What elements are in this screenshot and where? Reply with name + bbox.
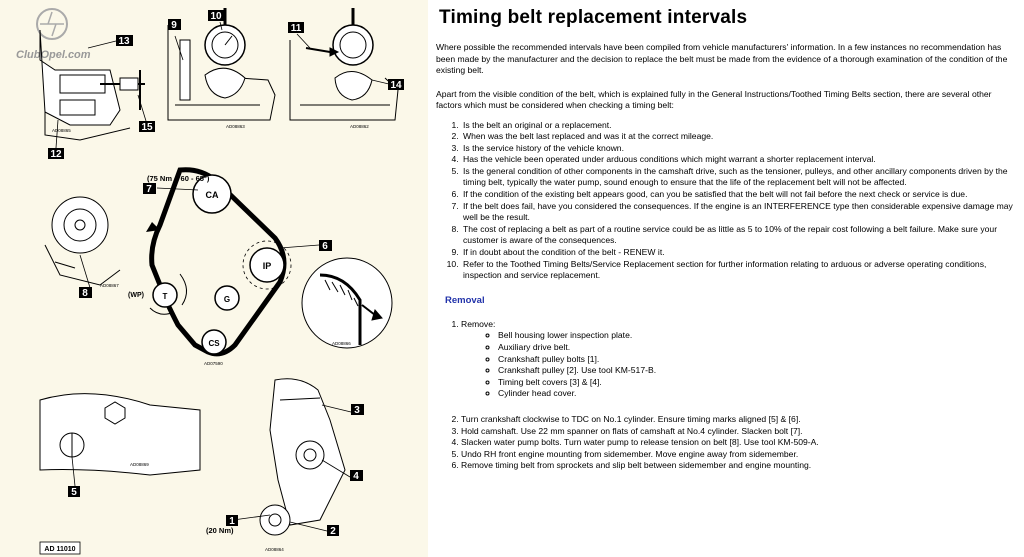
figure-code: AD07590 bbox=[204, 361, 223, 366]
crankshaft-tool-figure bbox=[39, 29, 145, 141]
list-item: Crankshaft pulley [2]. Use tool KM-517-B… bbox=[498, 365, 1016, 377]
svg-text:5: 5 bbox=[71, 487, 77, 498]
list-item: Timing belt covers [3] & [4]. bbox=[498, 377, 1016, 389]
timing-belt-cover-figure bbox=[259, 378, 346, 536]
section-heading: Removal bbox=[445, 294, 485, 306]
list-item: Cylinder head cover. bbox=[498, 388, 1016, 400]
guide-pulley bbox=[214, 285, 240, 311]
figure-code: AD08866 bbox=[332, 341, 351, 346]
water-pump-figure bbox=[44, 196, 121, 286]
list-item: Hold camshaft. Use 22 mm spanner on flat… bbox=[461, 426, 1016, 438]
svg-text:IP: IP bbox=[263, 261, 272, 271]
timing-belt-diagram: ClubOpel.com AD08865 AD08863 bbox=[16, 8, 404, 555]
removal-steps: Remove: Bell housing lower inspection pl… bbox=[436, 319, 1016, 472]
diagram-panel: ClubOpel.com AD08865 AD08863 bbox=[0, 0, 428, 557]
svg-text:13: 13 bbox=[118, 36, 130, 47]
svg-text:11: 11 bbox=[291, 23, 302, 34]
figure-code: AD08862 bbox=[350, 124, 369, 129]
list-item: Is the general condition of other compon… bbox=[461, 166, 1016, 189]
list-item: If in doubt about the condition of the b… bbox=[461, 247, 1016, 259]
svg-text:14: 14 bbox=[390, 80, 402, 91]
svg-text:T: T bbox=[163, 292, 168, 301]
list-item: When was the belt last replaced and was … bbox=[461, 131, 1016, 143]
list-item: Remove: Bell housing lower inspection pl… bbox=[461, 319, 1016, 400]
svg-text:4: 4 bbox=[353, 471, 359, 482]
figure-code: AD08863 bbox=[226, 124, 245, 129]
svg-text:6: 6 bbox=[322, 241, 328, 252]
timing-cover-figure bbox=[39, 393, 201, 476]
svg-text:G: G bbox=[224, 295, 230, 304]
svg-text:CA: CA bbox=[206, 190, 219, 200]
remove-sublist: Bell housing lower inspection plate. Aux… bbox=[461, 330, 1016, 400]
torque-label-bottom: (20 Nm) bbox=[206, 526, 234, 535]
tensioner-pulley bbox=[152, 282, 178, 308]
list-item: Auxiliary drive belt. bbox=[498, 342, 1016, 354]
torque-label-top: (75 Nm + 60 - 65°) bbox=[147, 174, 210, 183]
list-item: If the belt does fail, have you consider… bbox=[461, 201, 1016, 224]
camshaft-gauge-figure bbox=[167, 8, 276, 121]
figure-code: AD08869 bbox=[130, 462, 149, 467]
watermark: ClubOpel.com bbox=[16, 49, 91, 61]
svg-text:15: 15 bbox=[141, 122, 153, 133]
leader-lines bbox=[55, 21, 394, 532]
intro-paragraph: Where possible the recommended intervals… bbox=[436, 42, 1008, 75]
figure-code: AD08867 bbox=[100, 283, 119, 288]
svg-text:1: 1 bbox=[229, 516, 235, 527]
direction-arrow-icon bbox=[146, 222, 160, 232]
list-item: Remove timing belt from sprockets and sl… bbox=[461, 460, 1016, 472]
list-item: Slacken water pump bolts. Turn water pum… bbox=[461, 437, 1016, 449]
list-item: Crankshaft pulley bolts [1]. bbox=[498, 354, 1016, 366]
document-panel: Timing belt replacement intervals Where … bbox=[436, 0, 1016, 557]
crankshaft-pulley bbox=[201, 329, 227, 355]
svg-text:2: 2 bbox=[330, 526, 336, 537]
figure-id: AD 11010 bbox=[44, 546, 75, 553]
step-text: Remove: bbox=[461, 318, 496, 329]
list-item: Refer to the Toothed Timing Belts/Servic… bbox=[461, 259, 1016, 282]
injection-pump-pulley bbox=[249, 247, 285, 283]
list-item: Is the service history of the vehicle kn… bbox=[461, 143, 1016, 155]
camshaft-gauge-figure-alt bbox=[289, 8, 399, 121]
timing-mark-detail bbox=[301, 257, 393, 349]
page-title: Timing belt replacement intervals bbox=[439, 7, 748, 28]
callout-boxes: 1 2 3 4 5 6 7 8 9 10 11 12 13 14 15 bbox=[48, 10, 404, 537]
svg-text:7: 7 bbox=[146, 184, 152, 195]
list-item: If the condition of the existing belt ap… bbox=[461, 189, 1016, 201]
list-item: Is the belt an original or a replacement… bbox=[461, 120, 1016, 132]
list-item: Undo RH front engine mounting from sidem… bbox=[461, 449, 1016, 461]
figure-code: AD08865 bbox=[52, 128, 71, 133]
figure-code: AD08864 bbox=[265, 547, 284, 552]
check-list: Is the belt an original or a replacement… bbox=[436, 120, 1016, 282]
svg-text:10: 10 bbox=[210, 11, 222, 22]
intro-paragraph: Apart from the visible condition of the … bbox=[436, 88, 992, 111]
svg-text:3: 3 bbox=[354, 405, 360, 416]
svg-text:9: 9 bbox=[171, 20, 177, 31]
svg-text:12: 12 bbox=[50, 149, 62, 160]
list-item: The cost of replacing a belt as part of … bbox=[461, 224, 1016, 247]
list-item: Bell housing lower inspection plate. bbox=[498, 330, 1016, 342]
list-item: Turn crankshaft clockwise to TDC on No.1… bbox=[461, 414, 1016, 426]
svg-text:8: 8 bbox=[82, 288, 88, 299]
list-item: Has the vehicle been operated under ardu… bbox=[461, 154, 1016, 166]
clubopel-logo bbox=[36, 8, 68, 40]
svg-text:CS: CS bbox=[208, 339, 220, 348]
timing-belt-layout: CA IP T G CS bbox=[146, 167, 292, 357]
water-pump-label: (WP) bbox=[128, 292, 144, 299]
camshaft-pulley bbox=[192, 174, 232, 214]
